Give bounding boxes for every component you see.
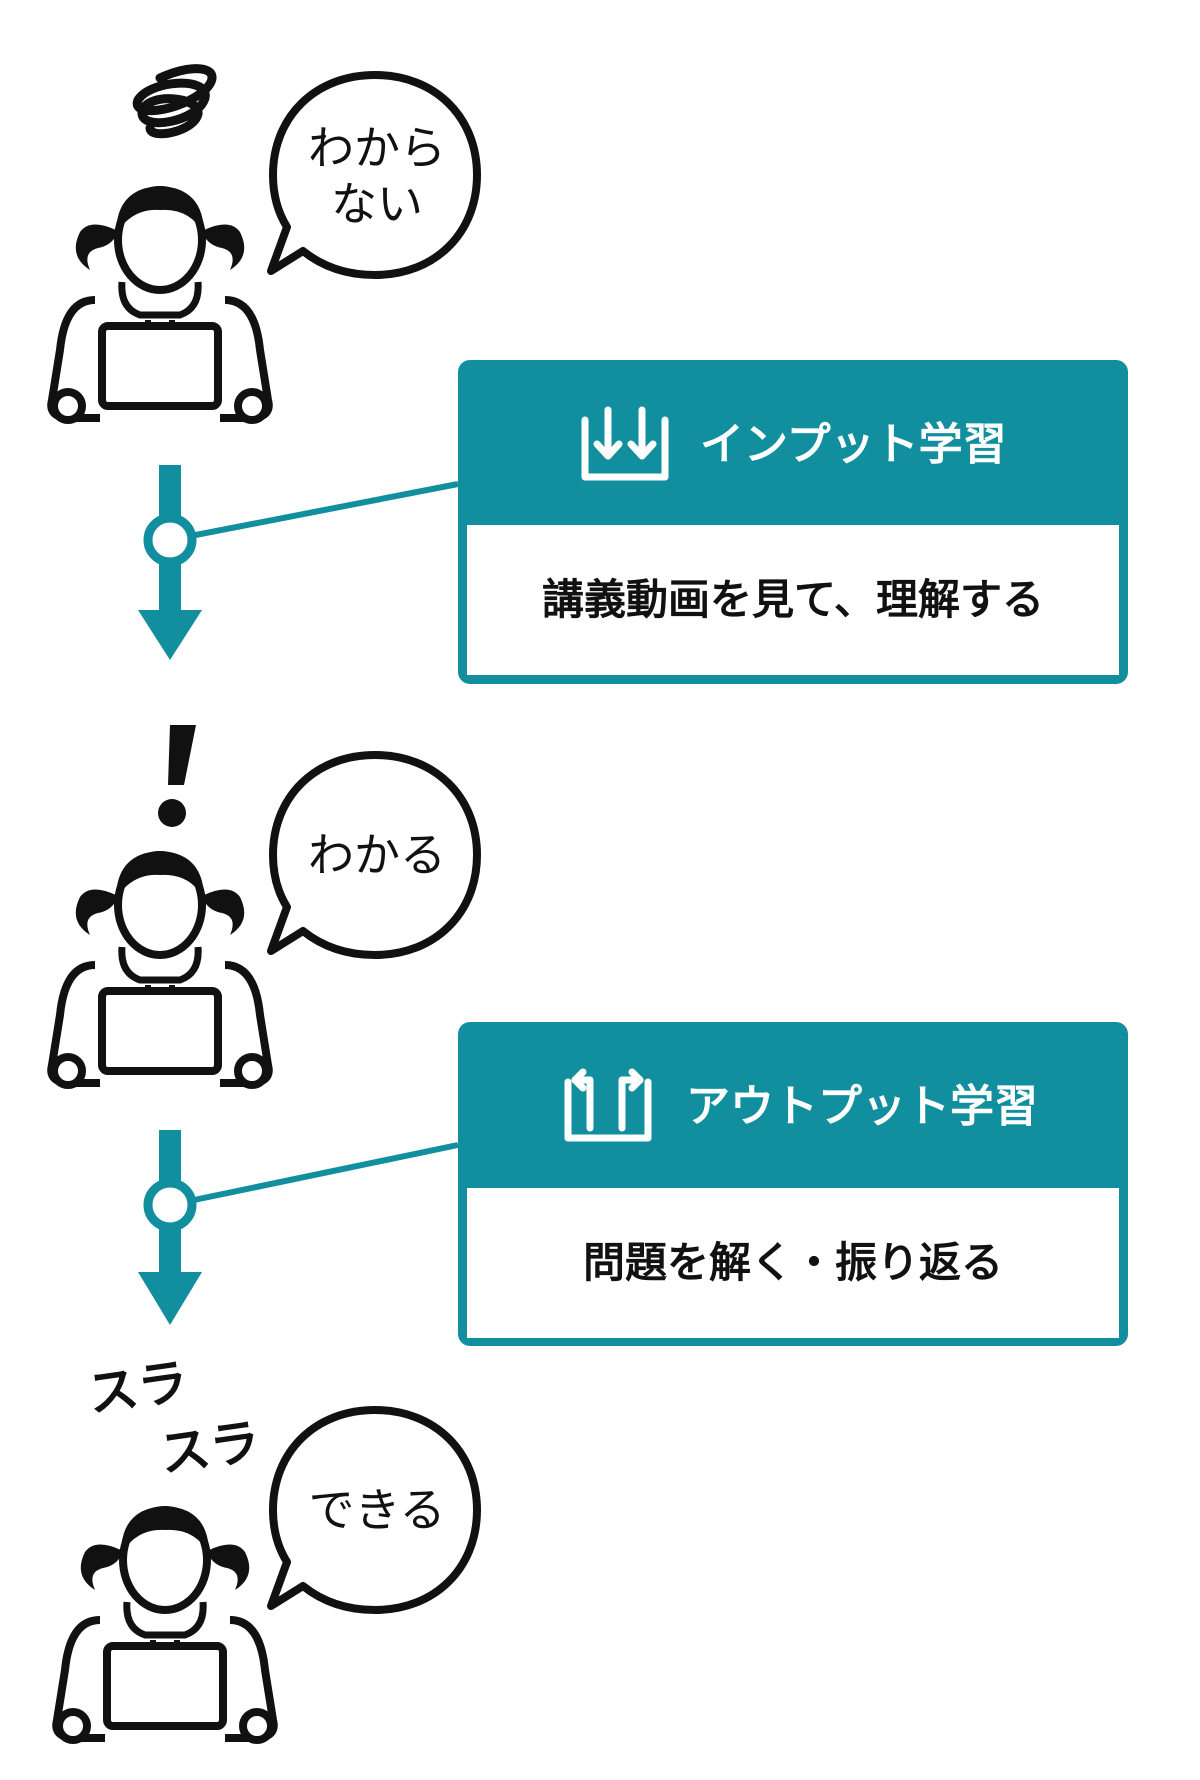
student-understands [51,851,269,1085]
bubble-text-2: わかる [308,828,446,882]
input-tray-icon [581,406,669,481]
input-card-title: インプット学習 [700,419,1007,470]
output-card-title: アウトプット学習 [686,1081,1038,1132]
student-can-do [56,1506,274,1740]
bubble-text-1-line1: わから [308,121,446,175]
output-learning-card [458,1022,1128,1346]
input-learning-card [458,360,1128,684]
student-confused [51,186,269,420]
flow-arrow-2 [138,1130,459,1325]
bubble-text-3: できる [308,1483,446,1537]
confusion-scribble-icon [132,64,217,139]
output-card-body: 問題を解く・振り返る [582,1238,1003,1287]
flow-arrow-1 [138,465,459,660]
exclamation-icon [158,725,196,827]
input-card-body: 講義動画を見て、理解する [542,575,1044,624]
bubble-text-1: わから ない [292,120,462,232]
bubble-text-1-line2: ない [331,177,423,231]
output-tray-icon [564,1068,652,1142]
